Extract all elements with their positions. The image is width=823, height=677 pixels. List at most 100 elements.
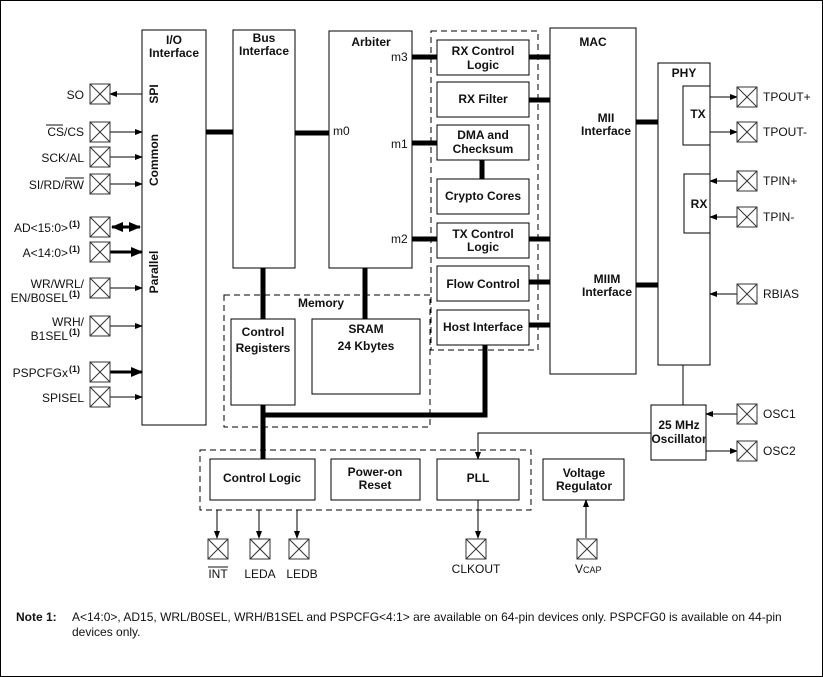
pin-sup-a: (1): [69, 244, 80, 254]
phy-rx-block: [683, 173, 711, 234]
arbiter-title: Arbiter: [351, 35, 391, 49]
footnote-text: A<14:0>, AD15, WRL/B0SEL, WRH/B1SEL and …: [72, 610, 782, 639]
bus-interface-block: [232, 29, 296, 269]
power-on-reset-label-2: Reset: [359, 478, 392, 492]
pin-label-tpout-plus: TPOUT+: [763, 90, 811, 104]
voltage-regulator-label-1: Voltage: [563, 466, 606, 480]
pin-si-icon: [89, 173, 111, 195]
bus-interface-title-2: Interface: [239, 44, 289, 58]
memory-title: Memory: [298, 296, 344, 310]
flow-control-label: Flow Control: [446, 277, 519, 291]
power-on-reset-label-1: Power-on: [348, 465, 403, 479]
pin-label-vcap: VCAP: [575, 562, 602, 576]
pin-int-icon: [207, 538, 229, 560]
dma-label-1: DMA and: [457, 128, 509, 142]
sram-label-1: SRAM: [348, 322, 383, 336]
mac-block: [549, 27, 637, 375]
pin-label-wr: WR/WRL/: [31, 277, 85, 291]
pin-tpin-minus-icon: [736, 206, 758, 228]
pin-label-osc1: OSC1: [763, 407, 796, 421]
pin-tpout-minus-icon: [736, 121, 758, 143]
control-registers-label-1: Control: [242, 325, 285, 339]
signal-lines: [109, 91, 738, 539]
bus-interface-title: Bus: [253, 31, 276, 45]
oscillator-label-1: 25 MHz: [658, 418, 699, 432]
tx-control-label-1: TX Control: [452, 227, 513, 241]
pin-label-si: SI/RD/RW: [29, 178, 85, 192]
miim-label-2: Interface: [582, 285, 632, 299]
phy-tx-block: [682, 85, 711, 146]
io-section-spi: SPI: [147, 84, 161, 103]
mii-label-1: MII: [598, 111, 615, 125]
phy-title: PHY: [672, 66, 697, 80]
pin-label-cs: CS/CS: [47, 125, 84, 139]
arbiter-port-m3: m3: [391, 50, 408, 64]
pin-vcap-icon: [576, 538, 598, 560]
pin-so-icon: [89, 83, 111, 105]
pin-label-clkout: CLKOUT: [452, 562, 501, 576]
pin-label-ledb: LEDB: [286, 567, 317, 581]
footnote: Note 1: A<14:0>, AD15, WRL/B0SEL, WRH/B1…: [16, 610, 811, 639]
io-section-common: Common: [147, 134, 161, 186]
rx-control-label-1: RX Control: [452, 44, 515, 58]
pin-spisel-icon: [89, 386, 111, 408]
pin-cs-icon: [89, 121, 111, 143]
pin-rbias-icon: [736, 283, 758, 305]
miim-label-1: MIIM: [594, 272, 621, 286]
power-on-reset-block: [330, 458, 421, 501]
mii-label-2: Interface: [581, 124, 631, 138]
pin-label-rbias: RBIAS: [763, 287, 799, 301]
pin-label-wrh-2: B1SEL: [31, 329, 69, 343]
pin-sck-icon: [89, 146, 111, 168]
sram-label-2: 24 Kbytes: [338, 339, 395, 353]
arbiter-port-m2: m2: [391, 232, 408, 246]
pin-wr-icon: [89, 277, 111, 299]
rx-control-label-2: Logic: [467, 58, 499, 72]
pin-tpin-plus-icon: [736, 170, 758, 192]
oscillator-label-2: Oscillator: [651, 432, 707, 446]
pin-osc1-icon: [736, 403, 758, 425]
control-logic-label: Control Logic: [223, 471, 301, 485]
memory-group: [223, 294, 431, 428]
pin-label-sck: SCK/AL: [41, 151, 84, 165]
pin-label-a: A<14:0>: [23, 246, 68, 260]
pin-leda-icon: [249, 538, 271, 560]
pin-label-tpout-minus: TPOUT-: [763, 125, 807, 139]
pin-label-tpin-minus: TPIN-: [763, 210, 794, 224]
pin-label-tpin-plus: TPIN+: [763, 174, 797, 188]
crypto-label: Crypto Cores: [445, 189, 521, 203]
io-interface-title: I/O: [166, 33, 182, 47]
host-interface-label: Host Interface: [443, 320, 523, 334]
pin-label-int: INT: [208, 567, 228, 581]
pin-wrh-icon: [89, 315, 111, 337]
pin-tpout-plus-icon: [736, 86, 758, 108]
pin-sup-wrh: (1): [69, 327, 80, 337]
tx-control-label-2: Logic: [467, 240, 499, 254]
pin-label-wrh: WRH/: [52, 315, 85, 329]
mac-title: MAC: [579, 35, 607, 49]
rx-filter-label: RX Filter: [458, 92, 508, 106]
pin-sup-ad: (1): [69, 219, 80, 229]
pin-label-pspcfgx: PSPCFGx: [13, 366, 68, 380]
voltage-regulator-label-2: Regulator: [556, 479, 612, 493]
overlines: [46, 124, 228, 568]
io-interface-title-2: Interface: [149, 46, 199, 60]
arbiter-port-m0: m0: [333, 124, 350, 138]
pin-sup-wr: (1): [69, 289, 80, 299]
ethernet-module-group: [430, 30, 539, 351]
pin-a-icon: [89, 241, 111, 263]
pll-label: PLL: [467, 471, 490, 485]
pin-label-wr-2: EN/B0SEL: [11, 291, 69, 305]
dma-label-2: Checksum: [453, 142, 514, 156]
arbiter-block: [328, 30, 413, 269]
pin-sup-pspcfgx: (1): [69, 364, 80, 374]
pin-ad-icon: [89, 216, 111, 238]
phy-tx-label: TX: [690, 107, 705, 121]
pin-clkout-icon: [465, 538, 487, 560]
system-control-group: [199, 449, 532, 511]
pin-label-ad: AD<15:0>: [14, 221, 68, 235]
io-section-parallel: Parallel: [147, 251, 161, 294]
bus-lines: [206, 54, 658, 459]
phy-rx-label: RX: [691, 197, 708, 211]
